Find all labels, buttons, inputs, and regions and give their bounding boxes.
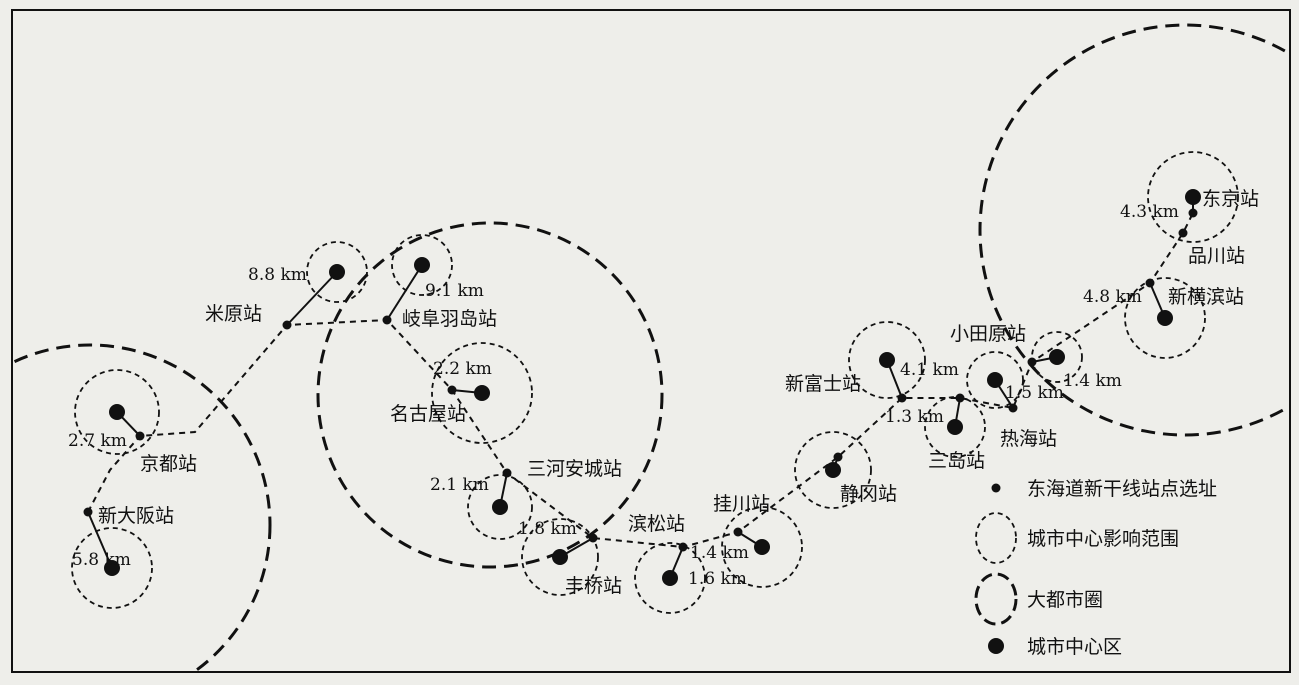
legend-label: 城市中心区 bbox=[1027, 636, 1122, 658]
station-name: 挂川站 bbox=[713, 493, 770, 515]
metro-circle-icon bbox=[974, 572, 1018, 626]
station-name: 滨松站 bbox=[628, 513, 685, 535]
station-name: 东京站 bbox=[1202, 188, 1259, 210]
station-name: 静冈站 bbox=[840, 483, 897, 505]
station-dot bbox=[83, 507, 93, 517]
station-name: 新大阪站 bbox=[98, 505, 174, 527]
city-center-dot bbox=[987, 372, 1003, 388]
station-name: 岐阜羽岛站 bbox=[402, 308, 497, 330]
city-influence-circle bbox=[521, 518, 599, 596]
distance-label: 2.2 km bbox=[433, 359, 492, 379]
station-dot bbox=[1178, 228, 1188, 238]
station-name: 三岛站 bbox=[928, 450, 985, 472]
city-center-dot bbox=[492, 499, 508, 515]
station-dot bbox=[382, 315, 392, 325]
station-dot bbox=[588, 533, 598, 543]
station-dot bbox=[833, 452, 843, 462]
distance-label: 1.3 km bbox=[885, 407, 944, 427]
city-influence-circle bbox=[924, 396, 986, 458]
metro-area-circle bbox=[12, 343, 272, 672]
distance-label: 1.4 km bbox=[690, 543, 749, 563]
influence-circle-icon bbox=[975, 512, 1017, 564]
city-center-dot bbox=[754, 539, 770, 555]
city-center-dot bbox=[662, 570, 678, 586]
distance-label: 5.8 km bbox=[72, 550, 131, 570]
metro-area-circle bbox=[316, 221, 664, 569]
station-to-center-link bbox=[286, 271, 338, 326]
station-dot bbox=[678, 542, 688, 552]
city-influence-circle bbox=[1124, 277, 1206, 359]
station-dot bbox=[1008, 403, 1018, 413]
city-influence-circle bbox=[391, 234, 453, 296]
distance-label: 1.8 km bbox=[518, 519, 577, 539]
city-influence-circle bbox=[467, 474, 533, 540]
station-dot bbox=[502, 468, 512, 478]
city-center-dot bbox=[1157, 310, 1173, 326]
station-dot bbox=[1027, 357, 1037, 367]
station-dot bbox=[897, 393, 907, 403]
city-center-dot bbox=[879, 352, 895, 368]
city-center-dot bbox=[947, 419, 963, 435]
distance-label: 2.1 km bbox=[430, 475, 489, 495]
city-center-dot bbox=[414, 257, 430, 273]
city-center-icon bbox=[988, 638, 1004, 654]
station-name: 名古屋站 bbox=[390, 403, 466, 425]
map-frame bbox=[11, 9, 1291, 673]
city-center-dot bbox=[825, 462, 841, 478]
distance-label: 8.8 km bbox=[248, 265, 307, 285]
station-name: 热海站 bbox=[1000, 428, 1057, 450]
city-influence-circle bbox=[1031, 331, 1083, 383]
city-influence-circle bbox=[71, 527, 153, 609]
distance-label: 4.3 km bbox=[1120, 202, 1179, 222]
city-influence-circle bbox=[848, 321, 926, 399]
station-name: 京都站 bbox=[140, 453, 197, 475]
distance-label: 1.5 km bbox=[1005, 383, 1064, 403]
city-influence-circle bbox=[721, 506, 803, 588]
station-name: 米原站 bbox=[205, 303, 262, 325]
station-name: 丰桥站 bbox=[565, 575, 622, 597]
legend-label: 大都市圈 bbox=[1027, 589, 1103, 611]
city-influence-circle bbox=[634, 542, 706, 614]
distance-label: 9.1 km bbox=[425, 281, 484, 301]
station-name: 三河安城站 bbox=[527, 458, 622, 480]
station-name: 品川站 bbox=[1188, 245, 1245, 267]
station-name: 新富士站 bbox=[785, 373, 861, 395]
station-dot-icon bbox=[991, 483, 1001, 493]
city-influence-circle bbox=[794, 431, 872, 509]
station-dot bbox=[955, 393, 965, 403]
city-influence-circle bbox=[306, 241, 368, 303]
station-dot bbox=[135, 431, 145, 441]
city-influence-circle bbox=[431, 342, 533, 444]
distance-label: 4.1 km bbox=[900, 360, 959, 380]
distance-label: 2.7 km bbox=[68, 431, 127, 451]
metro-area-circle bbox=[978, 23, 1290, 437]
city-center-dot bbox=[552, 549, 568, 565]
distance-label: 4.8 km bbox=[1083, 287, 1142, 307]
station-dot bbox=[1145, 278, 1155, 288]
station-name: 新横滨站 bbox=[1168, 286, 1244, 308]
city-center-dot bbox=[329, 264, 345, 280]
city-center-dot bbox=[104, 560, 120, 576]
station-dot bbox=[447, 385, 457, 395]
station-dot bbox=[1188, 208, 1198, 218]
city-center-dot bbox=[1185, 189, 1201, 205]
city-center-dot bbox=[109, 404, 125, 420]
city-influence-circle bbox=[1147, 151, 1239, 243]
distance-label: 1.6 km bbox=[688, 569, 747, 589]
city-influence-circle bbox=[966, 351, 1024, 409]
legend-label: 城市中心影响范围 bbox=[1027, 528, 1179, 550]
distance-label: 1.4 km bbox=[1063, 371, 1122, 391]
city-center-dot bbox=[474, 385, 490, 401]
station-dot bbox=[733, 527, 743, 537]
city-center-dot bbox=[1049, 349, 1065, 365]
city-influence-circle bbox=[74, 369, 160, 455]
station-to-center-link bbox=[87, 511, 113, 569]
legend-label: 东海道新干线站点选址 bbox=[1027, 478, 1217, 500]
station-to-center-link bbox=[386, 264, 423, 321]
station-dot bbox=[282, 320, 292, 330]
station-name: 小田原站 bbox=[950, 323, 1026, 345]
